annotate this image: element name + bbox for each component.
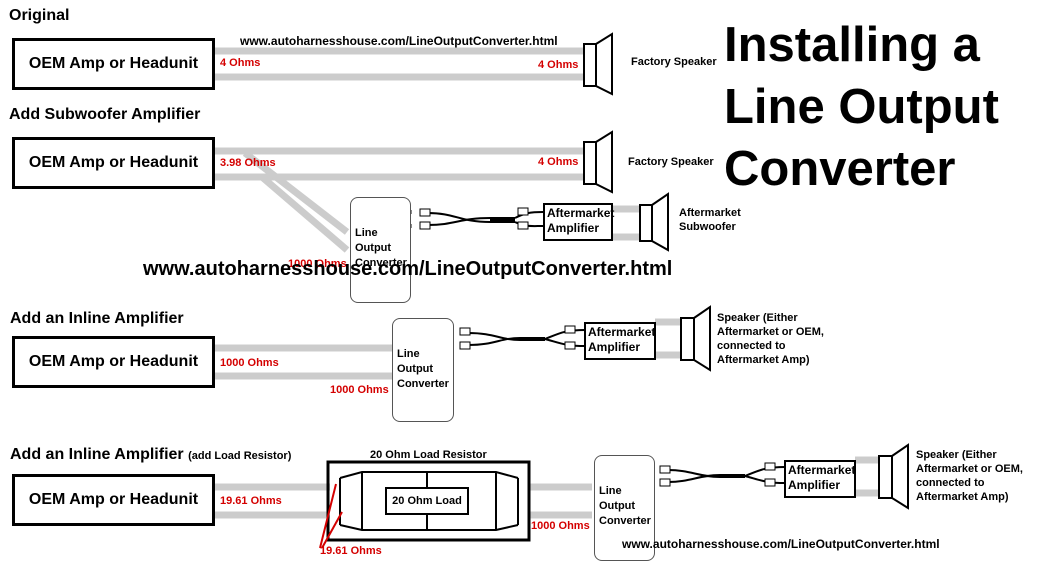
speaker-icon-sub-factory [583,130,613,194]
label-factory-speaker-2: Factory Speaker [628,156,714,168]
page-title: Installing a Line Output Converter [724,14,999,200]
speaker-icon-res [878,443,909,510]
ohm-res-a: 19.61 Ohms [220,495,282,507]
headunit-sub: OEM Amp or Headunit [12,137,215,189]
speaker-icon-subwoofer [639,192,669,252]
ohm-res-c: 1000 Ohms [531,520,590,532]
title-line-3: Converter [724,142,956,196]
label-speaker-inline: Speaker (Either Aftermarket or OEM, conn… [717,312,824,366]
wire-sub-tap-1 [242,150,350,235]
label-factory-speaker-1: Factory Speaker [631,56,717,68]
line-output-converter-inline: Line Output Converter [392,318,454,422]
speaker-icon-inline [680,305,711,372]
heading-sub: Add Subwoofer Amplifier [9,106,201,123]
title-line-2: Line Output [724,80,999,134]
ohm-inline-b: 1000 Ohms [330,384,389,396]
title-line-1: Installing a [724,18,980,72]
label-aftermarket-subwoofer: Aftermarket Subwoofer [679,207,741,233]
wire-sub-tap-2 [259,174,350,253]
aftermarket-amplifier-inline: Aftermarket Amplifier [584,322,656,360]
headunit-original: OEM Amp or Headunit [12,38,215,90]
url-big: www.autoharnesshouse.com/LineOutputConve… [143,258,673,280]
ohm-sub-left: 3.98 Ohms [220,157,276,169]
heading-inline: Add an Inline Amplifier [10,310,184,327]
ohm-sub-loc: 1000 Ohms [288,258,347,270]
ohm-sub-right: 4 Ohms [538,156,579,168]
load-box: 20 Ohm Load [385,487,469,515]
speaker-icon-original [583,32,613,96]
aftermarket-amplifier-sub: Aftermarket Amplifier [543,203,614,241]
ohm-original-right: 4 Ohms [538,59,579,71]
headunit-inline-res: OEM Amp or Headunit [12,474,215,526]
ohm-res-b: 19.61 Ohms [320,545,382,557]
ohm-original-left: 4 Ohms [220,57,261,69]
heading-original: Original [9,7,70,24]
line-output-converter-sub: Line Output Converter [350,197,411,303]
url-bottom: www.autoharnesshouse.com/LineOutputConve… [622,537,940,551]
label-speaker-res: Speaker (Either Aftermarket or OEM, conn… [916,449,1023,503]
heading-inline-res: Add an Inline Amplifier (add Load Resist… [10,446,292,463]
aftermarket-amplifier-res: Aftermarket Amplifier [784,460,856,498]
ohm-inline-a: 1000 Ohms [220,357,279,369]
headunit-inline: OEM Amp or Headunit [12,336,215,388]
line-output-converter-res: Line Output Converter [594,455,655,561]
url-original: www.autoharnesshouse.com/LineOutputConve… [240,34,558,48]
label-load-resistor: 20 Ohm Load Resistor [370,449,487,461]
